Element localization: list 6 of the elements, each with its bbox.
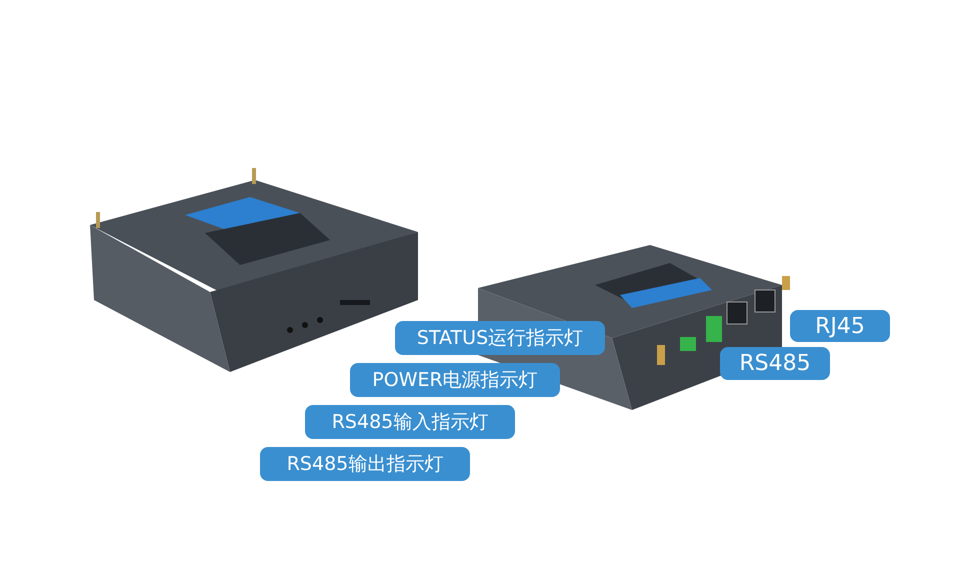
callout-label: POWER电源指示灯 [350,363,560,397]
callout-label: RS485 [720,346,830,380]
callout-label: STATUS运行指示灯 [395,321,605,355]
callout-label: RS485输出指示灯 [260,447,470,481]
callout-label: RS485输入指示灯 [305,405,515,439]
callout-label: RJ45 [790,310,890,342]
